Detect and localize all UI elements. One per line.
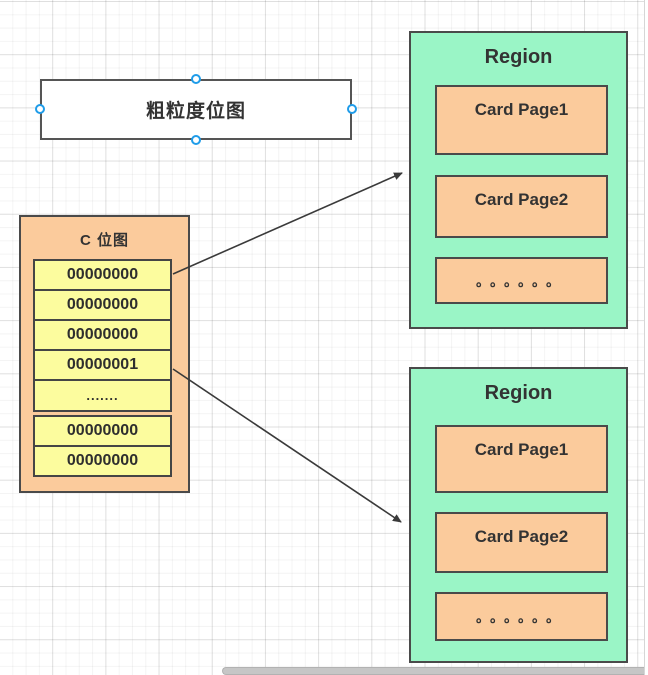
region-title: Region (484, 46, 553, 68)
selection-handle-bottom[interactable] (191, 135, 201, 145)
selection-handle-top[interactable] (191, 74, 201, 84)
card-page2[interactable]: Card Page2 (435, 512, 608, 573)
connector-arrow-to-region-bottom[interactable] (172, 368, 402, 523)
card-ellipsis[interactable]: 。。。。。。 (435, 592, 608, 641)
bitmap-row[interactable]: 00000000 (35, 289, 170, 319)
bitmap-row[interactable]: 00000000 (35, 261, 170, 289)
card-ellipsis[interactable]: 。。。。。。 (435, 257, 608, 304)
horizontal-scrollbar-thumb[interactable] (222, 667, 648, 675)
bitmap-row[interactable]: 00000000 (35, 445, 170, 475)
region-box-bottom[interactable]: Region Card Page1 Card Page2 。。。。。。 (409, 367, 628, 663)
bitmap-row[interactable]: 00000000 (35, 319, 170, 349)
card-page2[interactable]: Card Page2 (435, 175, 608, 238)
card-page1-label: Card Page1 (474, 440, 569, 459)
bitmap-row-ellipsis[interactable]: ....... (35, 379, 170, 410)
card-page1-label: Card Page1 (474, 100, 569, 119)
card-page1[interactable]: Card Page1 (435, 425, 608, 493)
bitmap-row-group-bottom: 00000000 00000000 (33, 415, 172, 477)
selection-handle-right[interactable] (347, 104, 357, 114)
connector-arrow-to-region-top[interactable] (172, 172, 403, 275)
coarse-bitmap-title-box[interactable]: 粗粒度位图 (40, 79, 352, 140)
c-bitmap-container[interactable]: C 位图 00000000 00000000 00000000 00000001… (19, 215, 190, 493)
bitmap-row[interactable]: 00000001 (35, 349, 170, 379)
card-page1[interactable]: Card Page1 (435, 85, 608, 155)
bitmap-row-group-top: 00000000 00000000 00000000 00000001 ....… (33, 259, 172, 412)
card-page2-label: Card Page2 (474, 190, 569, 209)
bitmap-row[interactable]: 00000000 (35, 417, 170, 445)
region-title: Region (484, 382, 553, 404)
vertical-scrollbar-track[interactable] (644, 0, 648, 675)
selection-handle-left[interactable] (35, 104, 45, 114)
c-bitmap-title: C 位图 (79, 232, 129, 249)
region-box-top[interactable]: Region Card Page1 Card Page2 。。。。。。 (409, 31, 628, 329)
card-page2-label: Card Page2 (474, 527, 569, 546)
coarse-bitmap-title-label: 粗粒度位图 (145, 101, 246, 122)
card-ellipsis-label: 。。。。。。 (476, 608, 567, 625)
card-ellipsis-label: 。。。。。。 (476, 272, 567, 289)
